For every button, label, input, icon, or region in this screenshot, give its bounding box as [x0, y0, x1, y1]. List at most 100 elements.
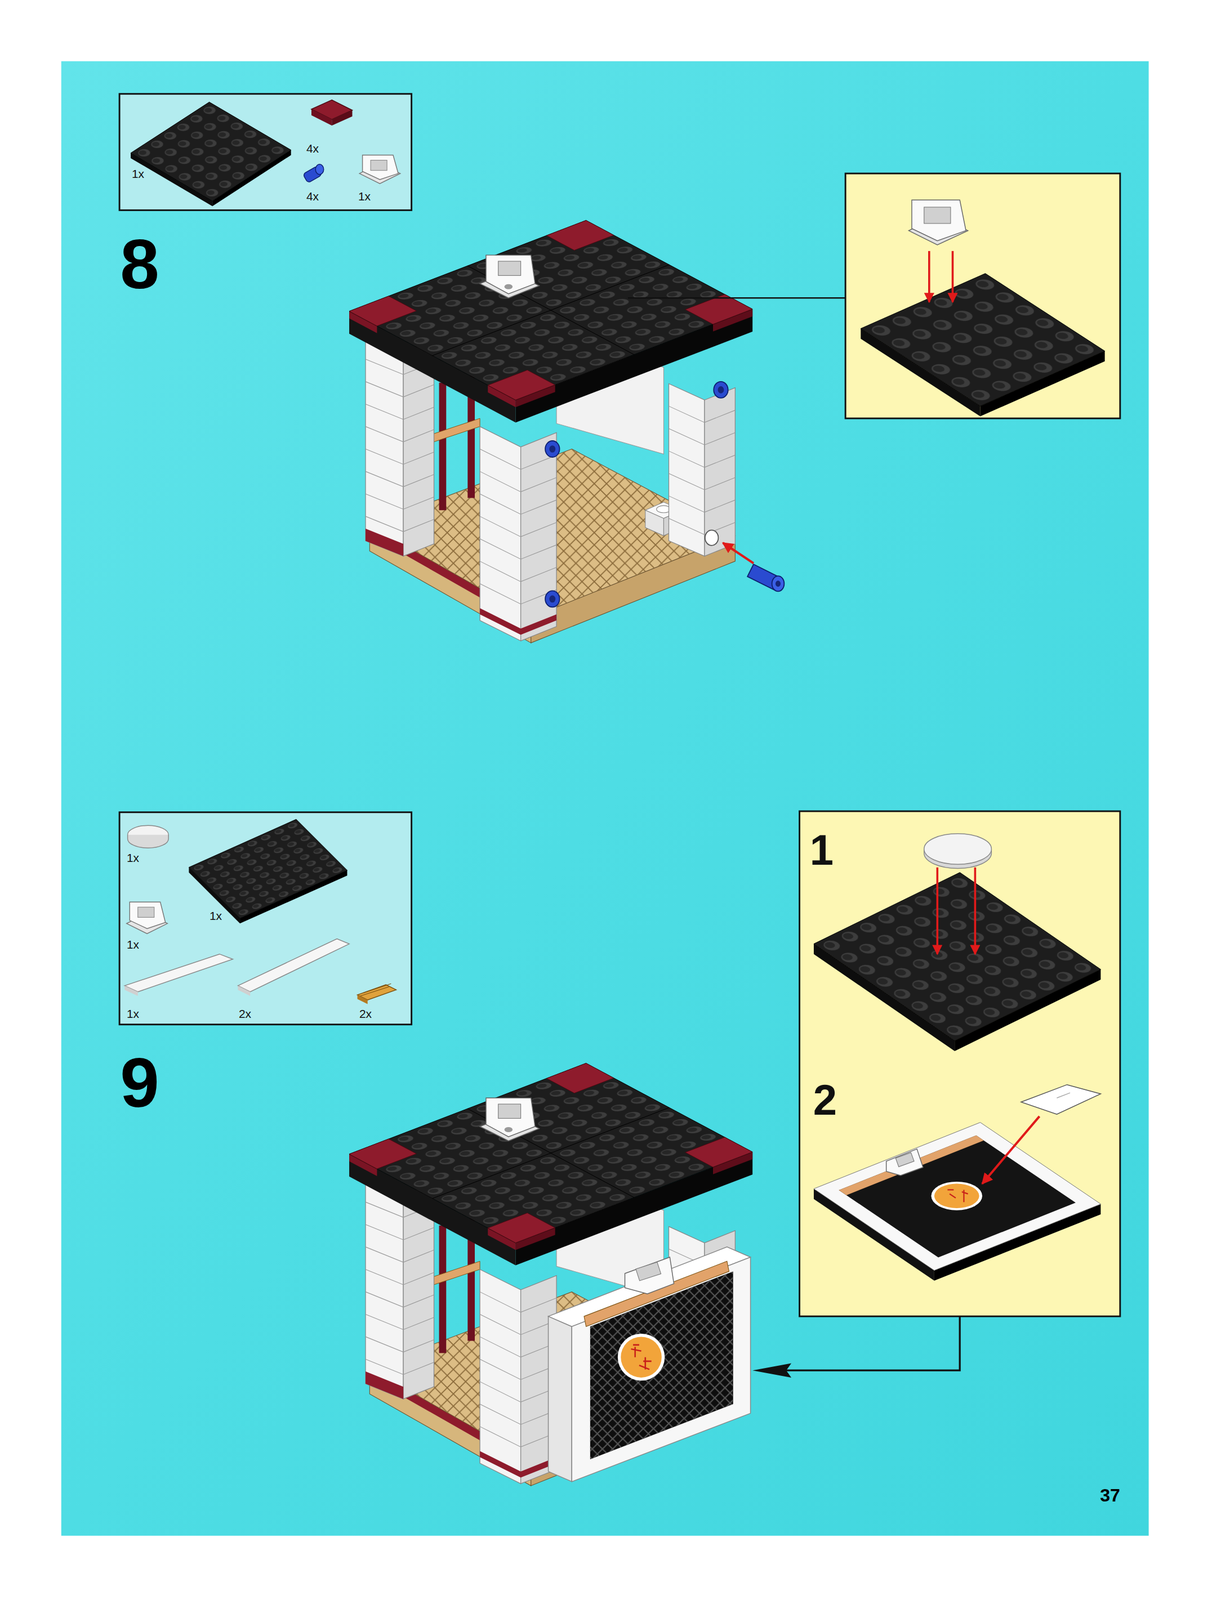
building-model [548, 1316, 573, 1483]
building-model [349, 220, 753, 400]
part-clip [359, 155, 401, 185]
building-model [546, 220, 614, 251]
part-clip [362, 155, 399, 181]
part-grille-tile [357, 985, 397, 1001]
part-count: 2x [238, 1008, 252, 1020]
building-model [486, 255, 536, 294]
building-model [645, 510, 665, 536]
building-model [487, 370, 555, 400]
callout-panel [930, 1182, 983, 1211]
building-model [668, 384, 704, 557]
part-count: 1x [126, 938, 140, 951]
step-number: 9 [119, 1047, 160, 1118]
part-count: 1x [126, 1008, 140, 1020]
callout-arrow [752, 1316, 960, 1379]
sub-step-callout: 12 [799, 811, 1121, 1318]
part-grille-tile [357, 995, 368, 1005]
building-model [349, 220, 753, 400]
callout-panel [886, 1149, 924, 1176]
callout-panel [813, 1123, 1102, 1272]
part-plate [188, 819, 347, 919]
callout-panel [936, 867, 939, 955]
building-model [617, 1334, 665, 1381]
building-model [365, 336, 404, 557]
part-plate [130, 101, 292, 202]
callout-panel [799, 811, 1121, 1317]
building-model [434, 418, 481, 443]
callout-panel [845, 173, 1121, 419]
building-model [349, 1063, 753, 1487]
building-model [590, 1271, 734, 1460]
building-model [365, 359, 434, 532]
building-model [590, 1271, 734, 1460]
callout-panel [947, 1190, 968, 1203]
building-model [498, 261, 521, 276]
callout-panel [934, 1184, 980, 1210]
parts-list-panel [119, 812, 412, 1026]
part-round-tile [127, 835, 169, 849]
part-count: 1x [131, 167, 145, 180]
technic-pin [705, 530, 719, 546]
callout-panel [1021, 1085, 1101, 1116]
technic-pin [545, 590, 560, 608]
callout-panel [813, 872, 1102, 1042]
building-model [349, 296, 417, 327]
part-clip [126, 902, 168, 934]
part-tile [311, 109, 332, 126]
callout-panel [860, 273, 1105, 407]
building-model [635, 1262, 662, 1282]
part-tile [237, 939, 350, 993]
parts-list-panel [119, 94, 412, 211]
part-tile [311, 100, 353, 126]
part-count: 2x [359, 1008, 372, 1020]
part-grille-tile [357, 983, 397, 1005]
part-plate [188, 819, 347, 924]
parts-list: 1x1x1x1x2x2x [119, 812, 412, 1026]
building-model [584, 1261, 729, 1327]
callout-panel [813, 872, 1102, 1042]
part-tile [331, 110, 352, 126]
part-tile [124, 939, 350, 997]
leader-line [627, 297, 846, 300]
building-model [504, 284, 514, 290]
callout-panel [845, 173, 1121, 419]
part-tile [124, 986, 138, 997]
technic-pin [545, 381, 784, 608]
building-model [349, 220, 753, 400]
part-pin [303, 164, 324, 184]
technic-pin [772, 576, 785, 592]
part-count: 1x [358, 190, 371, 203]
part-grille-tile [360, 983, 391, 997]
callout-panel [924, 207, 951, 224]
part-round-tile [127, 825, 169, 849]
part-plate [188, 819, 347, 919]
technic-pin [713, 381, 728, 399]
building-model [365, 528, 404, 557]
callout-panel [928, 251, 931, 303]
technic-pin [549, 445, 556, 453]
callout-panel [813, 1123, 1102, 1272]
callout-panel [895, 1152, 915, 1167]
part-clip [370, 160, 387, 171]
building-model [668, 406, 735, 535]
callout-panel [860, 273, 1105, 407]
technic-pin [549, 595, 556, 604]
part-count: 4x [306, 190, 319, 203]
leader-line [627, 297, 846, 299]
building-model [625, 1257, 675, 1295]
callout-panel [813, 872, 1102, 1042]
callout-panel [911, 199, 966, 242]
callout-panel [799, 811, 1121, 1317]
parts-list: 1x 4x 4x 1x [119, 94, 412, 211]
part-tile [237, 986, 251, 997]
building-model [630, 1345, 652, 1371]
part-plate [130, 101, 292, 202]
building-model [479, 449, 557, 605]
callout-panel [974, 867, 977, 955]
part-count: 4x [306, 142, 319, 155]
